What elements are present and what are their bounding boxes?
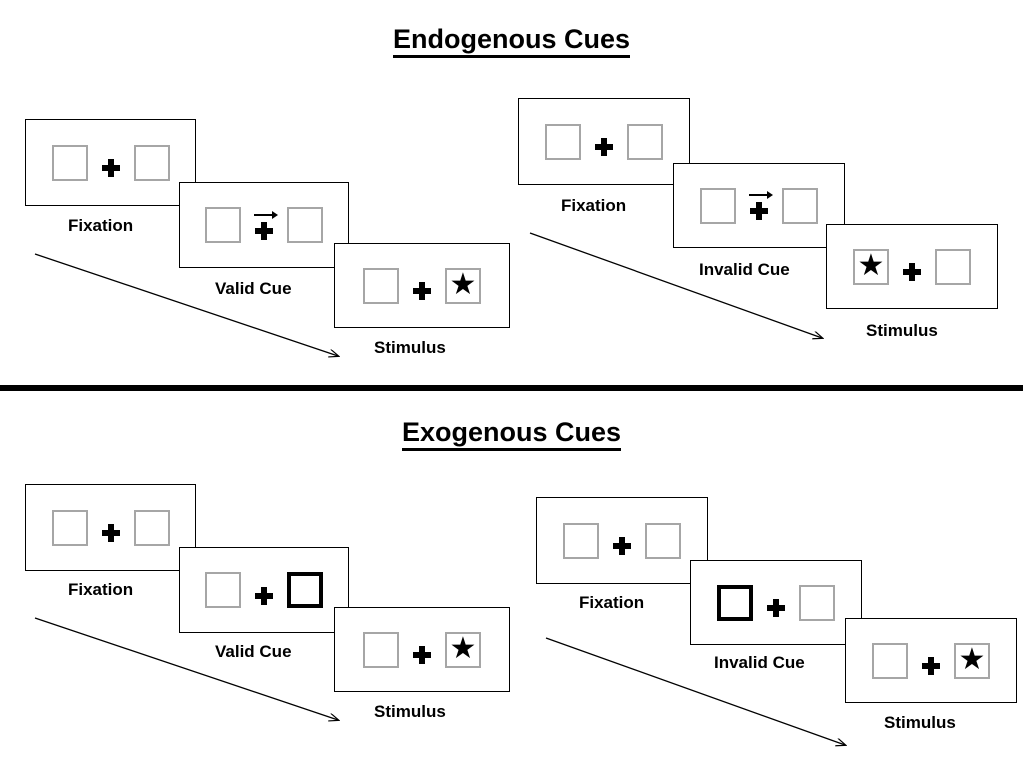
- center-fixation-marker: [413, 635, 431, 664]
- caption-endogenous-valid-fixation: Fixation: [68, 216, 134, 235]
- panel-exogenous-valid-cue: [179, 547, 349, 633]
- fixation-cross-icon: [903, 263, 921, 281]
- box-right: [287, 207, 323, 243]
- fixation-cross-icon: [767, 599, 785, 617]
- caption-exogenous-valid-fixation: Fixation: [68, 580, 134, 599]
- center-fixation-marker: [253, 210, 278, 240]
- panel-exogenous-invalid-cue: [690, 560, 862, 645]
- caption-endogenous-valid-stimulus: Stimulus: [374, 338, 446, 357]
- cue-arrow-icon: [902, 252, 926, 261]
- box-right: [645, 522, 681, 559]
- panel-endogenous-valid-stimulus: ★: [334, 243, 510, 328]
- cue-arrow-icon: [100, 148, 124, 157]
- cue-arrow-icon: [612, 526, 636, 535]
- panel-exogenous-invalid-fixation: [536, 497, 708, 584]
- box-left: [205, 207, 241, 243]
- box-right: [799, 584, 835, 621]
- section-title-endogenous: Endogenous Cues: [0, 24, 1023, 58]
- panel-endogenous-valid-cue: [179, 182, 349, 268]
- box-right: [133, 144, 170, 181]
- box-left: [563, 522, 599, 559]
- fixation-cross-icon: [255, 221, 273, 240]
- cue-arrow-icon: [594, 127, 618, 136]
- center-fixation-marker: [101, 148, 120, 177]
- box-left-cued: [717, 584, 753, 621]
- box-right: ★: [954, 642, 990, 679]
- fixation-cross-icon: [255, 586, 273, 605]
- panel-exogenous-invalid-stimulus: ★: [845, 618, 1017, 703]
- box-right: ★: [445, 267, 481, 304]
- box-left: [363, 631, 399, 668]
- cue-arrow-icon: [100, 513, 124, 522]
- fixation-cross-icon: [750, 202, 768, 220]
- center-fixation-marker: [595, 127, 613, 156]
- cue-arrow-icon: [254, 576, 278, 585]
- fixation-cross-icon: [595, 138, 613, 156]
- center-fixation-marker: [413, 271, 431, 300]
- center-fixation-marker: [255, 576, 273, 605]
- box-right: [935, 248, 971, 285]
- box-right: [627, 123, 663, 160]
- center-fixation-marker: [767, 588, 785, 617]
- center-fixation-marker: [101, 513, 120, 542]
- section-title-exogenous-text: Exogenous Cues: [401, 417, 622, 451]
- star-target-icon: ★: [857, 248, 885, 282]
- box-right: [782, 187, 818, 224]
- panel-endogenous-valid-fixation: [25, 119, 196, 206]
- star-target-icon: ★: [449, 267, 477, 301]
- center-fixation-marker: [748, 191, 773, 220]
- fixation-cross-icon: [613, 537, 631, 555]
- panel-exogenous-valid-stimulus: ★: [334, 607, 510, 692]
- cue-arrow-right-icon: [748, 191, 773, 200]
- caption-exogenous-invalid-cue: Invalid Cue: [714, 653, 805, 672]
- section-title-exogenous: Exogenous Cues: [0, 417, 1023, 451]
- caption-exogenous-valid-cue: Valid Cue: [215, 642, 292, 661]
- box-left: [700, 187, 736, 224]
- caption-endogenous-invalid-fixation: Fixation: [561, 196, 627, 215]
- box-left: [205, 572, 241, 608]
- panel-exogenous-valid-fixation: [25, 484, 196, 571]
- fixation-cross-icon: [922, 657, 940, 675]
- center-fixation-marker: [922, 646, 940, 675]
- caption-exogenous-invalid-fixation: Fixation: [579, 593, 645, 612]
- caption-exogenous-invalid-stimulus: Stimulus: [884, 713, 956, 732]
- cue-arrow-icon: [921, 646, 945, 655]
- panel-endogenous-invalid-stimulus: ★: [826, 224, 998, 309]
- star-target-icon: ★: [958, 642, 986, 676]
- caption-endogenous-invalid-cue: Invalid Cue: [699, 260, 790, 279]
- box-left: [363, 267, 399, 304]
- fixation-cross-icon: [413, 646, 431, 664]
- fixation-cross-icon: [413, 282, 431, 300]
- star-target-icon: ★: [449, 631, 477, 665]
- box-left: [51, 144, 88, 181]
- box-right-cued: [287, 572, 323, 608]
- box-left: [872, 642, 908, 679]
- cue-arrow-icon: [412, 271, 436, 280]
- fixation-cross-icon: [101, 159, 120, 177]
- cue-arrow-icon: [412, 635, 436, 644]
- fixation-cross-icon: [101, 524, 120, 542]
- box-right: [133, 509, 170, 546]
- center-fixation-marker: [903, 252, 921, 281]
- caption-endogenous-invalid-stimulus: Stimulus: [866, 321, 938, 340]
- box-right: ★: [445, 631, 481, 668]
- cue-arrow-icon: [766, 588, 790, 597]
- section-divider: [0, 385, 1023, 391]
- section-title-endogenous-text: Endogenous Cues: [392, 24, 630, 58]
- center-fixation-marker: [613, 526, 631, 555]
- cue-arrow-right-icon: [253, 210, 278, 220]
- panel-endogenous-invalid-cue: [673, 163, 845, 248]
- box-left: [545, 123, 581, 160]
- box-left: [51, 509, 88, 546]
- box-left: ★: [853, 248, 889, 285]
- caption-exogenous-valid-stimulus: Stimulus: [374, 702, 446, 721]
- panel-endogenous-invalid-fixation: [518, 98, 690, 185]
- caption-endogenous-valid-cue: Valid Cue: [215, 279, 292, 298]
